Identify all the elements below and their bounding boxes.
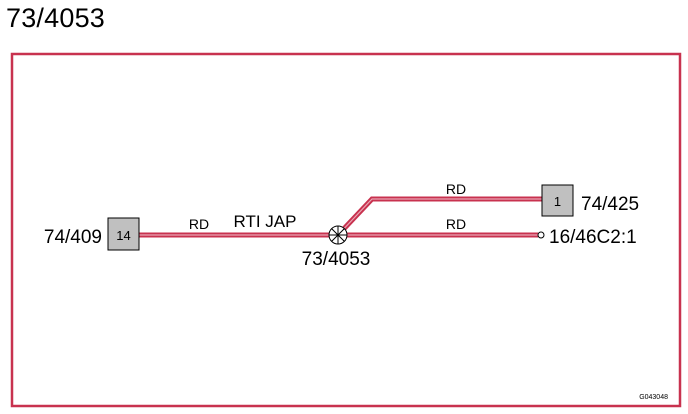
wire-upper-branch[interactable] xyxy=(336,196,542,237)
diagram-frame xyxy=(10,52,682,408)
page-title: 73/4053 xyxy=(6,3,105,33)
connector-top-right-box[interactable] xyxy=(541,184,574,217)
terminal-open-circle[interactable] xyxy=(537,231,545,239)
connector-top-right-label: 74/425 xyxy=(581,194,639,215)
wire-main-color-code: RD xyxy=(189,216,209,232)
wire-lower-color-code: RD xyxy=(446,216,466,232)
splice-label: 73/4053 xyxy=(302,249,371,270)
terminal-bottom-right-label: 16/46C2:1 xyxy=(549,227,637,248)
connector-left-box[interactable] xyxy=(107,217,140,251)
splice-icon[interactable] xyxy=(328,225,348,245)
wire-upper-color-code: RD xyxy=(446,181,466,197)
connector-left-label: 74/409 xyxy=(44,227,102,248)
figure-code: G043048 xyxy=(639,394,668,401)
wire-main-harness: RTI JAP xyxy=(234,212,297,231)
connector-left-pin: 14 xyxy=(116,228,130,243)
connector-top-right-pin: 1 xyxy=(554,194,561,209)
